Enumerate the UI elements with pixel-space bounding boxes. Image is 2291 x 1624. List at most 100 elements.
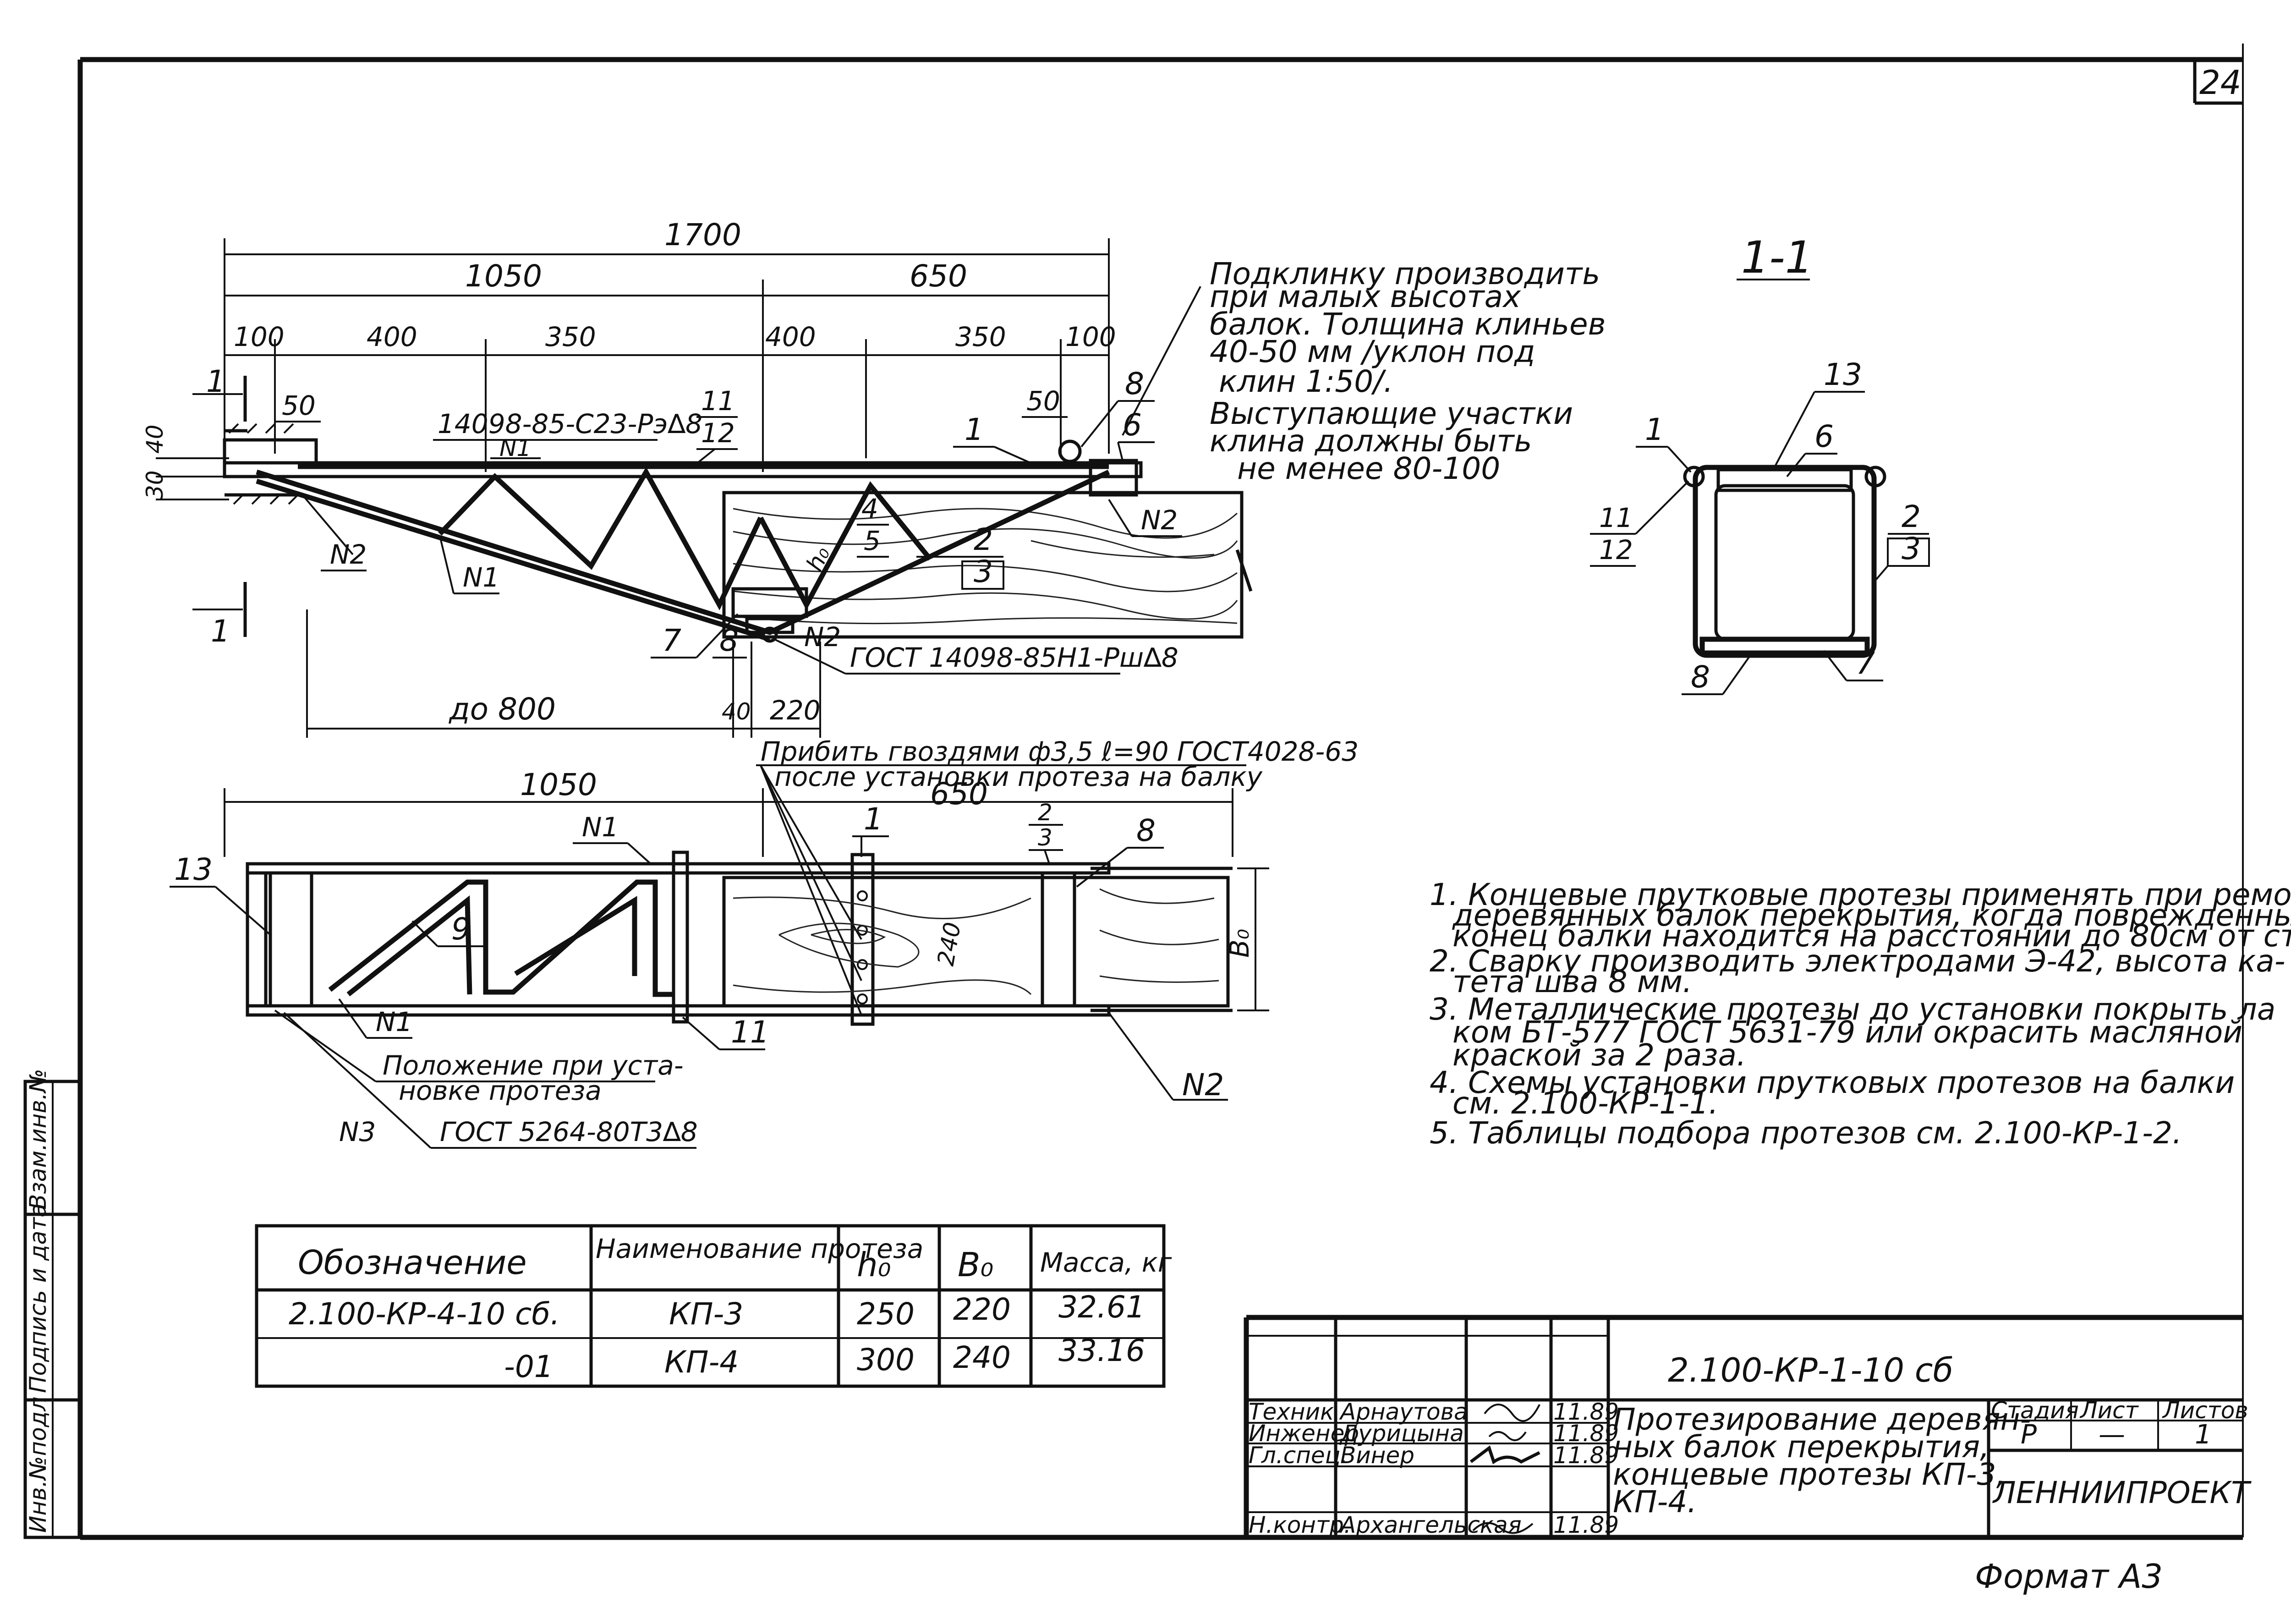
th-mass: Масса, кг: [1040, 1247, 1172, 1278]
note-line-6: 3. Металлические протезы до установки по…: [1430, 992, 2275, 1027]
title-line-2: ных балок перекрытия,: [1613, 1429, 1990, 1465]
dim-1050-top: 1050: [465, 258, 542, 294]
signer-date-2: 11.89: [1553, 1420, 1619, 1447]
spec-table: Обозначение Наименование протеза h₀ B₀ М…: [255, 1224, 1172, 1388]
section-label-12: 12: [1599, 534, 1633, 565]
note-line-1: 1. Концевые прутковые протезы применять …: [1430, 877, 2291, 912]
sheets-header: Листов: [2162, 1397, 2248, 1424]
wedge-note-line-8: не менее 80-100: [1237, 451, 1500, 486]
wooden-beam-plan: [722, 867, 1233, 1012]
note-line-7: ком БТ-577 ГОСТ 5631-79 или окрасить мас…: [1452, 1015, 2242, 1050]
plan-dim-1050: 1050: [520, 767, 597, 802]
dim-400-left: 400: [367, 321, 417, 352]
label-2: 2: [974, 522, 993, 557]
signer-role-4: Н.контр.: [1249, 1512, 1351, 1538]
format-label: Формат А3: [1975, 1557, 2163, 1596]
table-cell-r2-designation: -01: [504, 1349, 554, 1384]
dim-400-right: 400: [765, 321, 816, 352]
side-stamp-signature: Подпись и дата: [25, 1203, 51, 1393]
section-label-6: 6: [1814, 419, 1834, 454]
signer-name-3: Винер: [1340, 1442, 1414, 1469]
sheet-header: Лист: [2079, 1397, 2139, 1424]
plan-label-8: 8: [1136, 813, 1156, 848]
plan-dim-b0: B₀: [1224, 929, 1255, 958]
section-label-8: 8: [1691, 659, 1710, 695]
signer-role-3: Гл.спец.: [1249, 1442, 1348, 1469]
signature-4: [1472, 1522, 1534, 1534]
signature-2: [1488, 1431, 1527, 1441]
nail-note-line-1: Прибить гвоздями ф3,5 ℓ=90 ГОСТ4028-63: [761, 736, 1359, 767]
signer-date-3: 11.89: [1553, 1442, 1619, 1469]
label-6-top: 6: [1123, 407, 1142, 443]
dim-h0: h₀: [801, 543, 835, 575]
note-line-4: 2. Сварку производить электродами Э-42, …: [1430, 944, 2286, 979]
n2-bottom-label: N2: [804, 621, 841, 653]
dim-do800: до 800: [449, 691, 556, 727]
gost-top-label: 14098-85-С23-Рэ∆8: [438, 408, 702, 439]
section-label-2: 2: [1902, 499, 1921, 534]
th-b0: B₀: [958, 1245, 993, 1284]
n1-label: N1: [463, 562, 499, 593]
nail-note-line-2: после установки протеза на балку: [774, 761, 1263, 792]
elevation-view: 1700 1050 650 100 400 350 400 350 100 40…: [142, 217, 1606, 738]
dim-220: 220: [770, 695, 821, 726]
title-line-4: КП-4.: [1613, 1484, 1697, 1520]
title-line-1: Протезирование деревян-: [1613, 1402, 2031, 1437]
dim-40: 40: [142, 424, 168, 454]
table-cell-r1-name: КП-3: [669, 1296, 743, 1332]
note-line-11: 5. Таблицы подбора протезов см. 2.100-КР…: [1430, 1115, 2182, 1151]
doc-code: 2.100-КР-1-10 сб: [1668, 1351, 1953, 1389]
dim-30: 30: [142, 470, 168, 499]
wedge-note-line-1: Подклинку производить: [1210, 256, 1600, 291]
plan-dim-240: 240: [932, 920, 966, 968]
signature-3: [1469, 1445, 1540, 1465]
side-stamp: Инв.№подл Подпись и дата Взам.инв.№: [23, 1069, 82, 1539]
label-11-top: 11: [701, 385, 735, 417]
n2-left-label: N2: [330, 539, 367, 570]
th-name: Наименование протеза: [596, 1233, 923, 1264]
signer-role-1: Техник: [1249, 1399, 1334, 1425]
signature-1: [1484, 1404, 1540, 1422]
note-line-8: краской за 2 раза.: [1452, 1037, 1746, 1073]
label-8-top: 8: [1125, 366, 1144, 401]
section-1-1: 1-1 13 6 1 11 12 2 3 8 7: [1590, 232, 1930, 695]
note-line-5: тета шва 8 мм.: [1452, 964, 1692, 999]
side-stamp-replace: Взам.инв.№: [25, 1069, 51, 1210]
position-note-line-2: новке протеза: [399, 1075, 602, 1106]
label-7: 7: [662, 623, 681, 658]
position-note-line-1: Положение при уста-: [383, 1050, 684, 1081]
wedge-note-line-6: Выступающие участки: [1210, 396, 1573, 431]
plan-label-3: 3: [1038, 824, 1052, 851]
section-mark-top: 1: [206, 364, 225, 399]
stage-value: Р: [2021, 1419, 2037, 1450]
table-cell-r1-mass: 32.61: [1058, 1289, 1145, 1325]
plan-view: 1050 650 Прибить гвоздями ф3,5 ℓ=90 ГОСТ…: [170, 736, 1359, 1149]
n2-right-label: N2: [1141, 505, 1178, 536]
table-cell-r2-name: КП-4: [664, 1344, 739, 1380]
note-line-10: см. 2.100-КР-1-1.: [1452, 1086, 1718, 1121]
title-block: 2.100-КР-1-10 сб Протезирование деревян-…: [1244, 1315, 2252, 1538]
dim-350-right: 350: [955, 321, 1006, 352]
plan-label-2: 2: [1038, 799, 1052, 826]
table-cell-r1-b0: 220: [953, 1292, 1011, 1327]
note-line-3: конец балки находится на расстоянии до 8…: [1452, 918, 2291, 954]
signer-name-4: Архангельская: [1339, 1512, 1522, 1538]
section-label-1: 1: [1645, 412, 1664, 447]
section-mark-bottom: 1: [211, 614, 230, 649]
table-cell-r1-designation: 2.100-КР-4-10 сб.: [289, 1296, 560, 1332]
sheet-value: —: [2099, 1419, 2125, 1450]
table-cell-r2-h0: 300: [857, 1342, 915, 1377]
table-cell-r2-mass: 33.16: [1058, 1333, 1145, 1368]
note-line-2: деревянных балок перекрытия, когда повре…: [1452, 898, 2291, 933]
th-h0: h₀: [857, 1245, 891, 1284]
sheets-value: 1: [2195, 1419, 2212, 1450]
wedge-note-line-4: 40-50 мм /уклон под: [1210, 334, 1535, 369]
dim-100-right: 100: [1065, 321, 1116, 352]
wedge-note-line-5: клин 1:50/.: [1219, 364, 1393, 399]
dim-650-top: 650: [910, 258, 967, 294]
plan-n1-bottom: N1: [376, 1006, 412, 1037]
wedge-note: Подклинку производить при малых высотах …: [1122, 256, 1606, 486]
plan-label-13: 13: [174, 852, 213, 887]
label-1-top: 1: [965, 412, 984, 447]
